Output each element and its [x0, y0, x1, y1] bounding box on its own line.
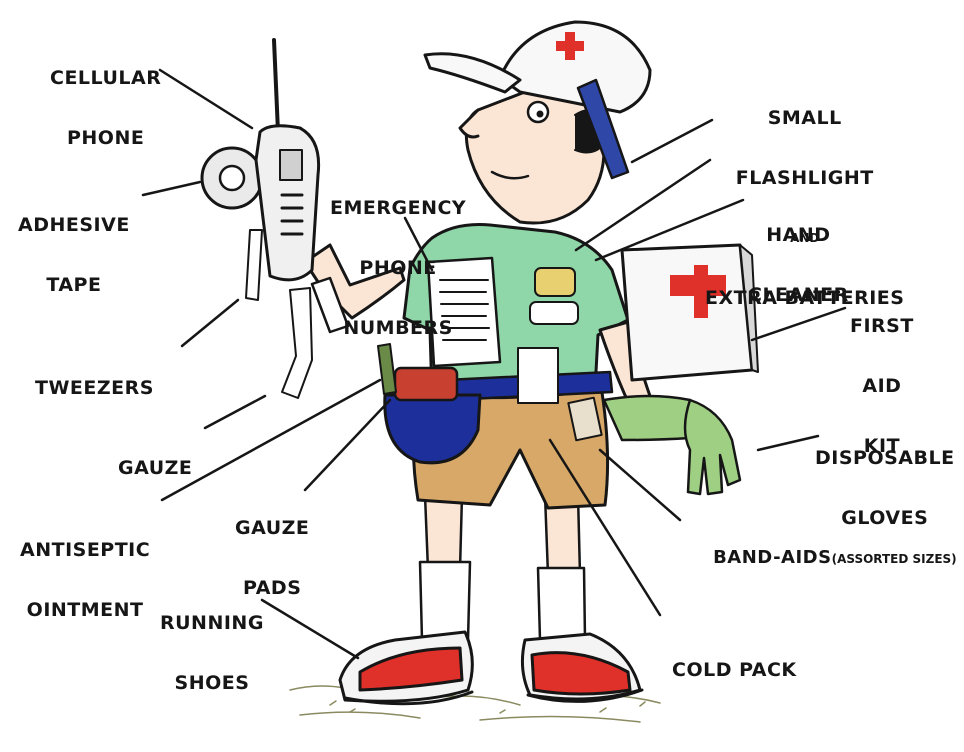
label-emergency-phone-numbers: EMERGENCY PHONE NUMBERS	[330, 158, 466, 378]
label-running-shoes: RUNNING SHOES	[160, 573, 264, 733]
label-band-aids: BAND-AIDS(ASSORTED SIZES)	[686, 528, 957, 589]
label-hand-cleaner: HAND CLEANER	[748, 185, 849, 345]
label-adhesive-tape: ADHESIVE TAPE	[18, 175, 130, 335]
disposable-gloves	[604, 396, 740, 494]
shirt-patch-2	[530, 302, 578, 324]
cellular-phone-icon	[256, 40, 319, 280]
cold-pack-card	[518, 348, 558, 403]
socks	[420, 562, 585, 640]
label-cellular-phone: CELLULAR PHONE	[50, 28, 161, 188]
shirt-patch	[535, 268, 575, 296]
label-cold-pack: COLD PACK	[672, 620, 797, 720]
adhesive-tape-icon	[202, 148, 262, 208]
label-antiseptic-ointment: ANTISEPTIC OINTMENT	[20, 500, 150, 660]
running-shoes	[340, 632, 642, 704]
